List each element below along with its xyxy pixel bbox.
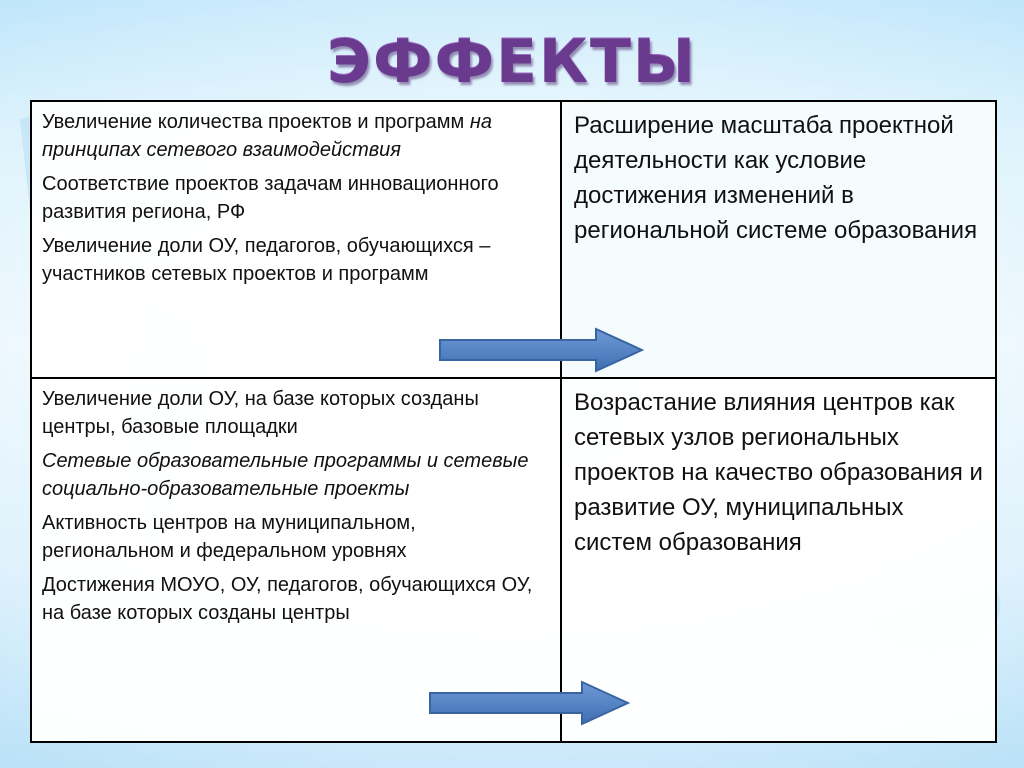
row1-effect-cell: Расширение масштаба проектной деятельнос… — [562, 102, 995, 377]
list-item: Достижения МОУО, ОУ, педагогов, обучающи… — [42, 574, 533, 624]
list-item: Увеличение доли ОУ, на базе которых созд… — [42, 388, 479, 438]
effect-text: Расширение масштаба проектной деятельнос… — [574, 112, 978, 244]
list-item: Соответствие проектов задачам инновацион… — [42, 173, 499, 223]
list-item: Активность центров на муниципальном, рег… — [42, 512, 416, 562]
list-item: Сетевые образовательные программы и сете… — [42, 450, 529, 500]
list-item: Увеличение количества проектов и програм… — [42, 108, 552, 164]
item-text: Увеличение количества проектов и програм… — [42, 111, 470, 133]
right-arrow-icon — [439, 327, 644, 373]
effects-table: Увеличение количества проектов и програм… — [30, 100, 997, 743]
item-italic-text: на принципах сетевого взаимодействия — [42, 111, 492, 161]
right-arrow-icon — [429, 680, 630, 726]
row2-effect-cell: Возрастание влияния центров как сетевых … — [562, 377, 995, 741]
list-item: Увеличение доли ОУ, педагогов, обучающих… — [42, 235, 491, 285]
row2-conditions-cell: Увеличение доли ОУ, на базе которых созд… — [32, 377, 562, 741]
slide-title: ЭФФЕКТЫ — [326, 27, 698, 97]
row1-conditions-cell: Увеличение количества проектов и програм… — [32, 102, 562, 377]
effect-text: Возрастание влияния центров как сетевых … — [574, 389, 983, 556]
